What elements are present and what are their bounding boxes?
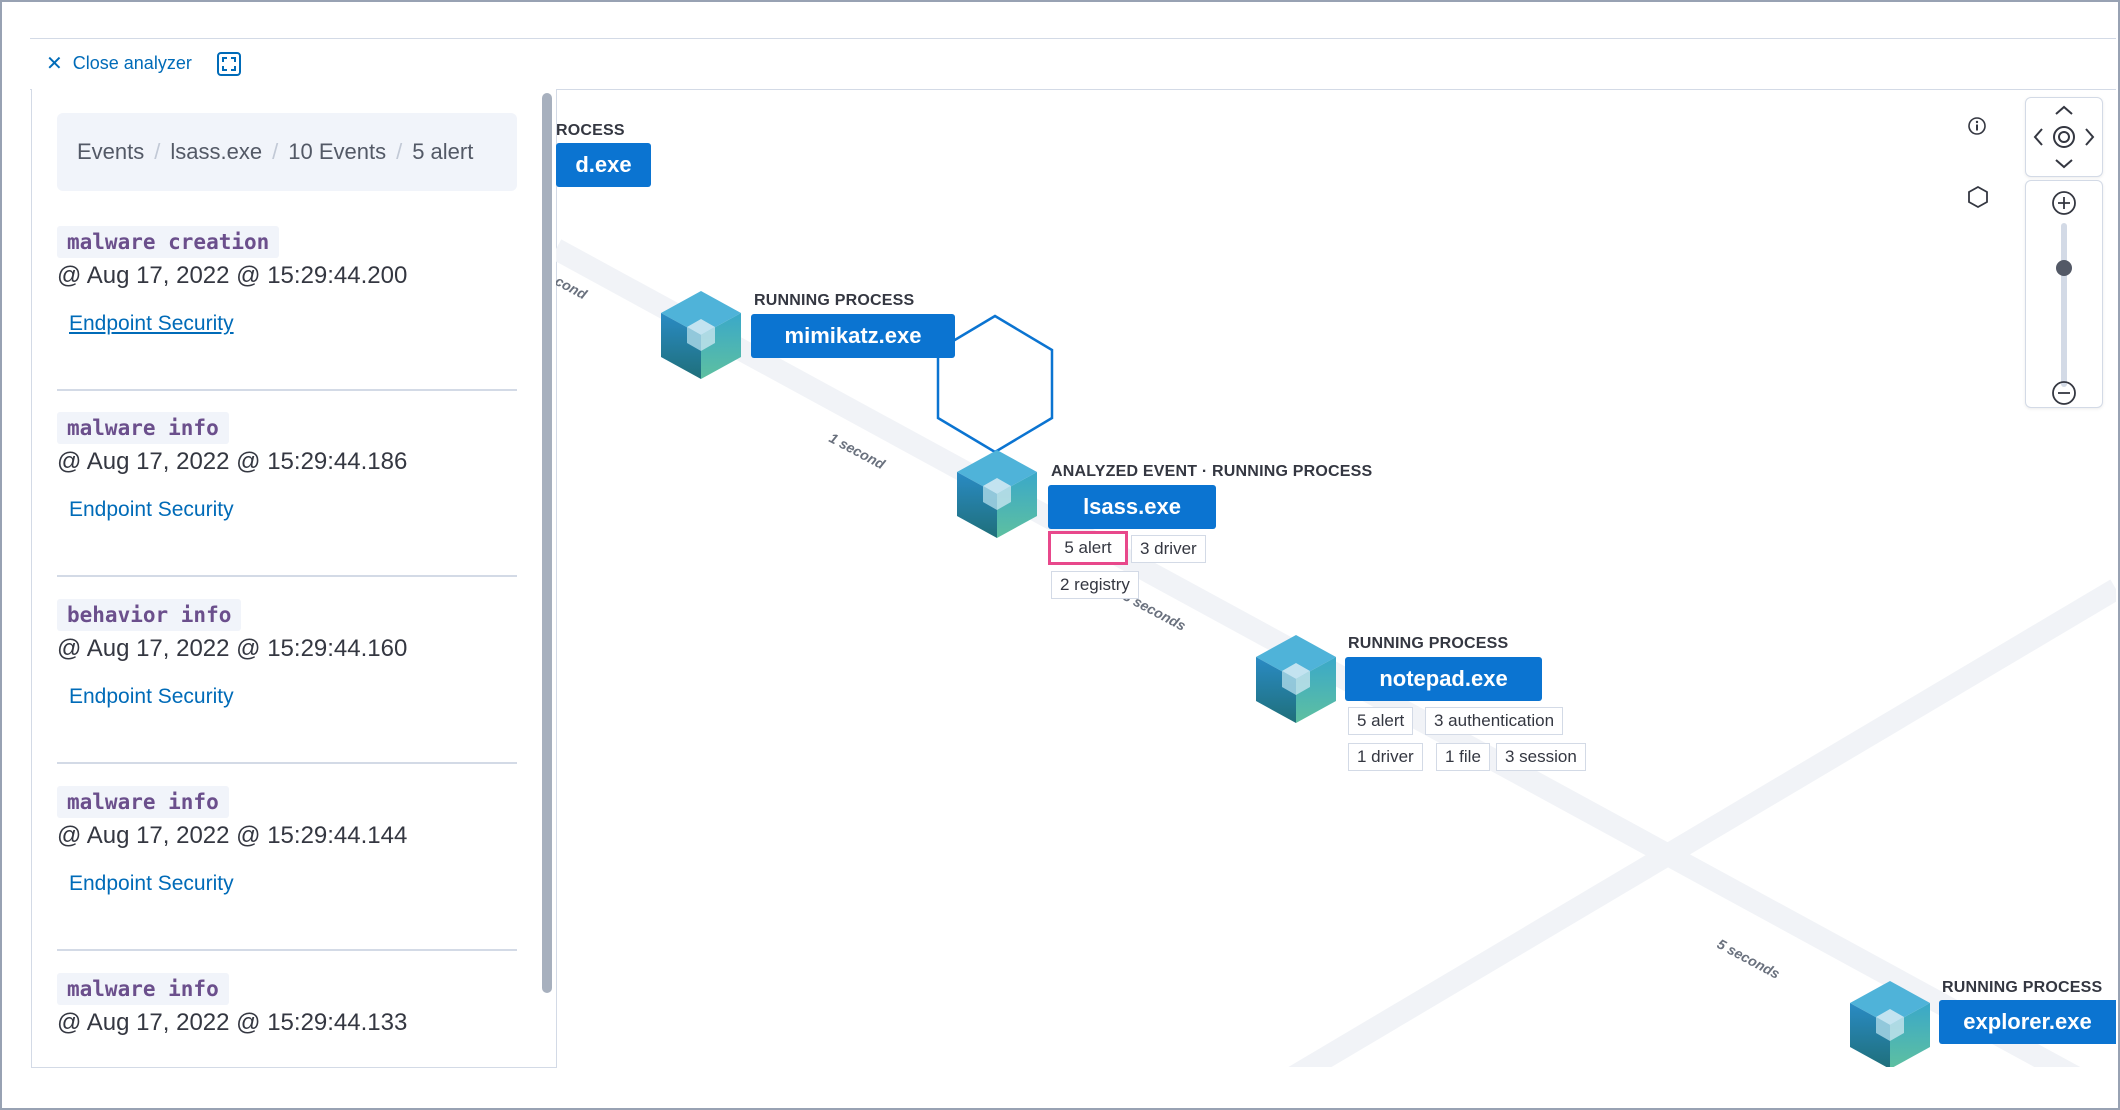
- list-item: behavior info @ Aug 17, 2022 @ 15:29:44.…: [57, 599, 517, 709]
- event-source-link[interactable]: Endpoint Security: [69, 312, 234, 335]
- info-icon[interactable]: [1967, 116, 1987, 136]
- graph-edges: cond 1 second 3 seconds 5 seconds: [556, 239, 2116, 1067]
- related-events-pill[interactable]: 2 registry: [1051, 571, 1139, 599]
- zoom-out-icon: [2052, 381, 2076, 405]
- breadcrumb-separator: /: [396, 139, 403, 164]
- list-item: malware info @ Aug 17, 2022 @ 15:29:44.1…: [57, 412, 517, 522]
- close-analyzer-button[interactable]: ✕ Close analyzer: [46, 53, 192, 74]
- event-timestamp: @ Aug 17, 2022 @ 15:29:44.160: [57, 635, 408, 662]
- process-node-button[interactable]: notepad.exe: [1345, 657, 1542, 701]
- process-graph[interactable]: cond 1 second 3 seconds 5 seconds ROCESS…: [556, 89, 2116, 1067]
- event-type-badge: malware info: [57, 786, 229, 818]
- zoom-slider-track: [2061, 223, 2067, 387]
- analyzer-toolbar: ✕ Close analyzer: [30, 38, 2116, 90]
- event-timestamp: @ Aug 17, 2022 @ 15:29:44.200: [57, 262, 408, 289]
- related-events-pill[interactable]: 3 session: [1496, 743, 1586, 771]
- related-events-pill[interactable]: 1 driver: [1348, 743, 1423, 771]
- event-source-link[interactable]: Endpoint Security: [69, 685, 234, 708]
- divider: [57, 389, 517, 391]
- related-events-pill[interactable]: 5 alert: [1348, 707, 1414, 735]
- fullscreen-icon[interactable]: [216, 51, 242, 77]
- process-node-button[interactable]: explorer.exe: [1939, 1000, 2116, 1044]
- node-title: RUNNING PROCESS: [754, 292, 915, 309]
- panel-scrollbar[interactable]: [542, 93, 552, 993]
- divider: [57, 575, 517, 577]
- analyzed-node-hexagon: [936, 314, 1054, 454]
- edge-label: 5 seconds: [1715, 936, 1783, 982]
- breadcrumb-item-events[interactable]: Events: [77, 139, 145, 164]
- node-title: ROCESS: [556, 122, 625, 139]
- event-type-badge: malware info: [57, 973, 229, 1005]
- close-analyzer-label: Close analyzer: [72, 53, 192, 73]
- breadcrumb-separator: /: [154, 139, 161, 164]
- event-panel: Events / lsass.exe / 10 Events / 5 alert…: [31, 89, 557, 1068]
- zoom-in-icon: [2052, 191, 2076, 215]
- hexagon-icon[interactable]: [1966, 185, 1990, 209]
- process-node-button[interactable]: lsass.exe: [1048, 485, 1216, 529]
- list-item: malware creation @ Aug 17, 2022 @ 15:29:…: [57, 226, 517, 336]
- node-title: ANALYZED EVENT · RUNNING PROCESS: [1051, 463, 1373, 480]
- edge-line: [556, 239, 2081, 1067]
- zoom-slider-thumb: [2056, 260, 2072, 276]
- breadcrumb: Events / lsass.exe / 10 Events / 5 alert: [57, 113, 517, 191]
- pan-controls: [2025, 97, 2103, 177]
- process-node-button[interactable]: mimikatz.exe: [751, 314, 955, 358]
- node-title: RUNNING PROCESS: [1348, 635, 1509, 652]
- center-icon: [2053, 126, 2075, 148]
- breadcrumb-separator: /: [272, 139, 279, 164]
- related-events-pill[interactable]: 3 driver: [1131, 535, 1206, 563]
- chevron-up-icon: [2055, 105, 2073, 115]
- list-item: malware info @ Aug 17, 2022 @ 15:29:44.1…: [57, 973, 517, 1037]
- event-timestamp: @ Aug 17, 2022 @ 15:29:44.186: [57, 448, 408, 475]
- zoom-controls: [2025, 180, 2103, 408]
- chevron-down-icon: [2055, 159, 2073, 169]
- breadcrumb-item-event-count[interactable]: 10 Events: [288, 139, 387, 164]
- list-item: malware info @ Aug 17, 2022 @ 15:29:44.1…: [57, 786, 517, 896]
- event-source-link[interactable]: Endpoint Security: [69, 498, 234, 521]
- event-source-link[interactable]: Endpoint Security: [69, 872, 234, 895]
- divider: [57, 762, 517, 764]
- related-events-pill[interactable]: 3 authentication: [1425, 707, 1564, 735]
- divider: [57, 949, 517, 951]
- breadcrumb-item-process[interactable]: lsass.exe: [170, 139, 263, 164]
- related-events-pill[interactable]: 5 alert: [1048, 531, 1128, 565]
- edge-line: [1288, 579, 2116, 1067]
- event-type-badge: malware creation: [57, 226, 280, 258]
- event-type-badge: malware info: [57, 412, 229, 444]
- breadcrumb-item-alerts: 5 alert: [412, 139, 474, 164]
- chevron-right-icon: [2085, 128, 2095, 146]
- process-node-button[interactable]: d.exe: [556, 143, 651, 187]
- event-timestamp: @ Aug 17, 2022 @ 15:29:44.144: [57, 822, 408, 849]
- cross-icon: ✕: [46, 52, 63, 75]
- node-title: RUNNING PROCESS: [1942, 979, 2103, 996]
- event-timestamp: @ Aug 17, 2022 @ 15:29:44.133: [57, 1009, 408, 1036]
- event-type-badge: behavior info: [57, 599, 242, 631]
- chevron-left-icon: [2033, 128, 2043, 146]
- related-events-pill[interactable]: 1 file: [1436, 743, 1490, 771]
